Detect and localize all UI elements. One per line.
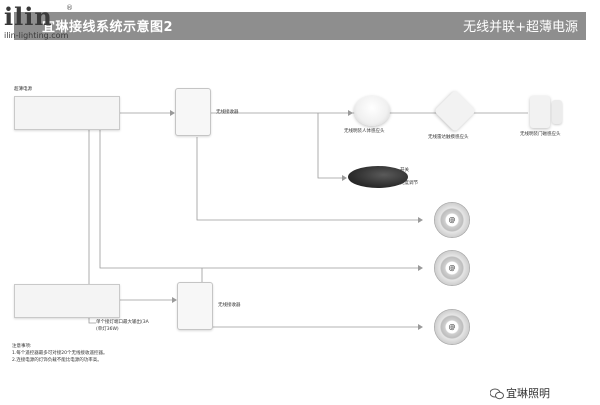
arrow-head: [418, 217, 423, 223]
arrow-head: [172, 297, 177, 303]
wireless-remote: [348, 166, 408, 188]
wire-feedback: [88, 130, 96, 324]
brand-logo: ilin: [4, 2, 53, 31]
wechat-icon: [489, 385, 504, 404]
pir-sensor: [354, 96, 390, 126]
notes-heading: 注意事项:: [12, 344, 32, 349]
ultra-thin-power-supply: [14, 96, 120, 130]
pir-sensor-label: 无线明装人体感应头: [344, 129, 385, 134]
door-sensor-magnet: [552, 100, 562, 124]
ultra-thin-power-supply: [14, 284, 120, 318]
door-sensor: [530, 96, 550, 128]
arrow-head: [342, 175, 347, 181]
page-title: 宜琳接线系统示意图2: [42, 20, 174, 35]
downlight: @: [434, 202, 470, 238]
arrow-head: [418, 324, 423, 330]
downlight-logo: @: [448, 216, 456, 224]
arrow-head: [348, 110, 353, 116]
wire-to-remote: [317, 113, 342, 179]
remote-dimming-label: 亮度调节: [400, 181, 418, 186]
wire-psu1-bulb2: [99, 130, 418, 269]
receiver-label: 无线接收器: [216, 110, 239, 115]
remote-switch-label: 开关: [400, 168, 409, 173]
psu-label: 超薄电源: [14, 87, 32, 92]
notes-line: 2.连接电源的灯饰负载不能比电源的功率高。: [12, 358, 102, 363]
radar-sensor-label: 无线雷达触摸感应头: [428, 135, 469, 140]
downlight-logo: @: [448, 264, 456, 272]
downlight-logo: @: [448, 323, 456, 331]
max-output-note-sub: (单灯36W): [96, 327, 119, 332]
wireless-receiver: [177, 282, 213, 330]
notes: 注意事项: 1.每个遥控器最多可对接20个无线接收遥控器。 2.连接电源的灯饰负…: [12, 343, 108, 364]
arrow-head: [170, 110, 175, 116]
brand-website: ilin-lighting.com: [4, 31, 69, 40]
notes-line: 1.每个遥控器最多可对接20个无线接收遥控器。: [12, 351, 108, 356]
registered-mark: ®: [66, 4, 73, 12]
arrow-head: [418, 265, 423, 271]
wire-receiver1-bulb1: [196, 137, 418, 221]
header-bar: [14, 12, 586, 40]
page-subtitle: 无线并联+超薄电源: [463, 20, 578, 35]
downlight: @: [434, 250, 470, 286]
receiver-label: 无线接收器: [218, 303, 241, 308]
max-output-note: 单个接灯端口最大输出(3A: [96, 320, 149, 325]
downlight: @: [434, 309, 470, 345]
wireless-receiver: [175, 88, 211, 136]
wechat-account-name: 宜琳照明: [506, 387, 550, 400]
door-sensor-label: 无线明装门磁感应头: [520, 132, 561, 137]
